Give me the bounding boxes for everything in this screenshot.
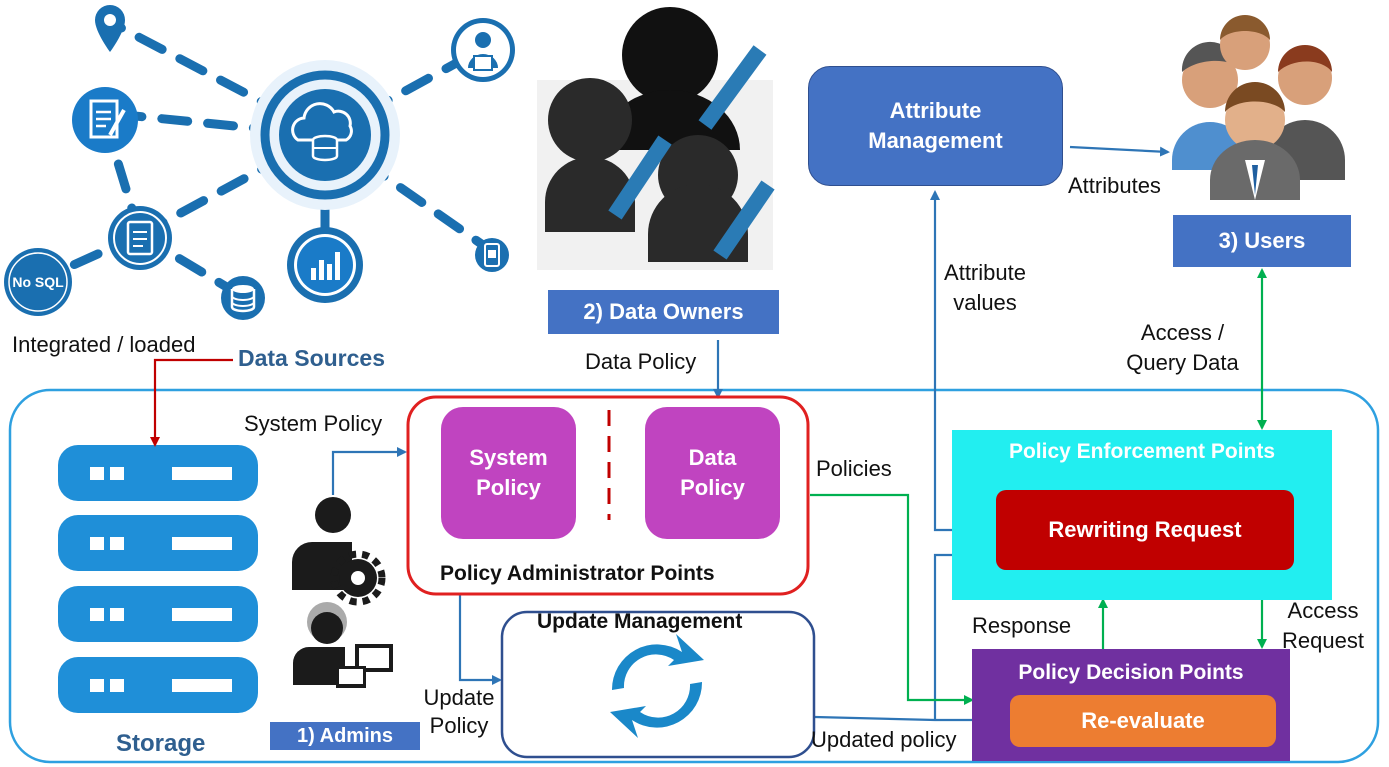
admin-gear-icon: [292, 497, 386, 606]
policies-label: Policies: [816, 456, 892, 481]
update-management-label: Update Management: [537, 610, 743, 633]
pap-label: Policy Administrator Points: [440, 562, 715, 585]
arrow-attributes-users: [1069, 145, 1170, 157]
system-boundary: [8, 388, 1380, 764]
arrow-pap-update: [458, 594, 502, 685]
mobile-icon: [475, 238, 509, 272]
storage-label: Storage: [116, 730, 206, 757]
data-owners-box: 2) Data Owners: [548, 290, 779, 334]
system-policy-edge-label: System Policy: [244, 411, 383, 436]
bar-chart-icon: [287, 227, 363, 303]
update-policy-label: Update Policy: [423, 685, 495, 738]
users-box: 3) Users: [1173, 215, 1351, 267]
arrow-policies-pdp: [810, 493, 974, 705]
person-screen-icon: [451, 18, 515, 82]
arrow-integrated-storage: [150, 358, 233, 447]
access-request-label: Access Request: [1282, 598, 1364, 653]
updated-policy-label: Updated policy: [811, 727, 957, 752]
network-hub-icon: [250, 60, 400, 210]
attribute-values-label: Attribute values: [944, 260, 1026, 315]
database-icon: [221, 276, 265, 320]
document-edit-icon: [72, 87, 138, 153]
access-query-label: Access / Query Data: [1126, 320, 1239, 375]
system-policy-box: System Policy: [441, 407, 576, 539]
users-icon: [1172, 15, 1345, 200]
data-sources-label: Data Sources: [238, 345, 386, 371]
location-pin-icon: [95, 5, 125, 52]
attributes-label: Attributes: [1068, 173, 1161, 198]
refresh-icon: [605, 634, 709, 738]
data-policy-edge-label: Data Policy: [585, 349, 697, 374]
data-owners-icon: [537, 7, 775, 270]
re-evaluate-box: Re-evaluate: [1010, 695, 1276, 747]
response-label: Response: [972, 613, 1072, 638]
form-icon: [108, 206, 172, 270]
storage-icon: [58, 445, 258, 713]
update-management-frame: [500, 610, 816, 759]
attribute-management-box: Attribute Management: [808, 66, 1063, 186]
nosql-badge: No SQL: [12, 274, 64, 290]
admin-computer-icon: [293, 602, 393, 688]
admins-box: 1) Admins: [270, 722, 420, 750]
rewriting-request-box: Rewriting Request: [996, 490, 1294, 570]
arrow-admin-system-policy: [331, 447, 407, 495]
data-policy-box: Data Policy: [645, 407, 780, 539]
pap-frame: [406, 395, 810, 596]
integrated-loaded-label: Integrated / loaded: [12, 332, 196, 357]
nosql-icon: [4, 248, 72, 316]
